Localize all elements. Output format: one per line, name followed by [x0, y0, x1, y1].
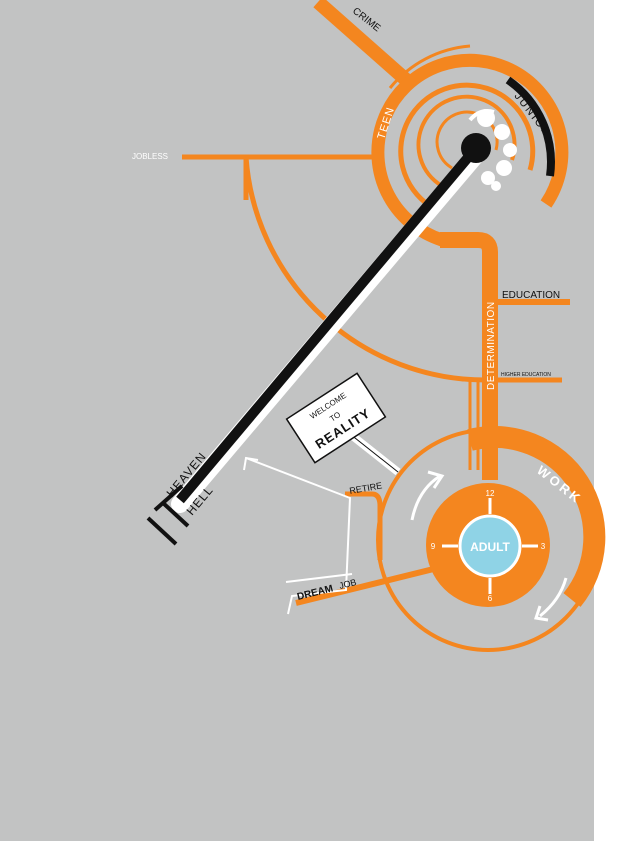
crime-road [313, 0, 418, 92]
clock-9: 9 [431, 542, 436, 551]
reality-path-2 [285, 573, 353, 583]
adult-circle [458, 514, 522, 578]
inner-ring-1 [398, 82, 536, 209]
teen-ring [371, 53, 569, 247]
arrow-lower [539, 577, 568, 618]
clock-ticks [442, 498, 538, 594]
inner-ring-2 [416, 94, 517, 188]
determination-road [440, 232, 498, 480]
track-start-dot [461, 133, 491, 163]
arrow-upper-head [427, 470, 445, 489]
reality-arrow-head [243, 456, 259, 471]
reality-sign: WELCOME TO REALITY [285, 372, 401, 476]
track-black [176, 144, 480, 504]
work-thick-ring [467, 425, 606, 607]
clock-12: 12 [486, 489, 495, 498]
label-higher-education: HIGHER EDUCATION [501, 372, 551, 378]
arrow-lower-head [534, 605, 549, 622]
label-job: JOB [338, 577, 357, 591]
reality-path [245, 457, 352, 615]
upper-network [182, 0, 570, 480]
label-education: EDUCATION [502, 290, 560, 301]
sign-post-outline [349, 433, 399, 473]
cycle-arrows [410, 470, 568, 622]
sign-board: WELCOME TO REALITY [285, 372, 387, 464]
clock-6: 6 [488, 594, 493, 603]
big-arc [243, 156, 487, 383]
arrow-upper [410, 474, 441, 521]
outer-thin-ring [388, 44, 471, 89]
label-adult: ADULT [470, 540, 510, 554]
label-jobless: JOBLESS [132, 152, 168, 161]
baby-swirl-icon [468, 109, 517, 191]
retire-road [345, 491, 383, 560]
label-determination: DETERMINATION [486, 301, 497, 390]
junior-arc [505, 76, 555, 177]
track-end-bar [146, 484, 190, 546]
clock-3: 3 [541, 542, 546, 551]
